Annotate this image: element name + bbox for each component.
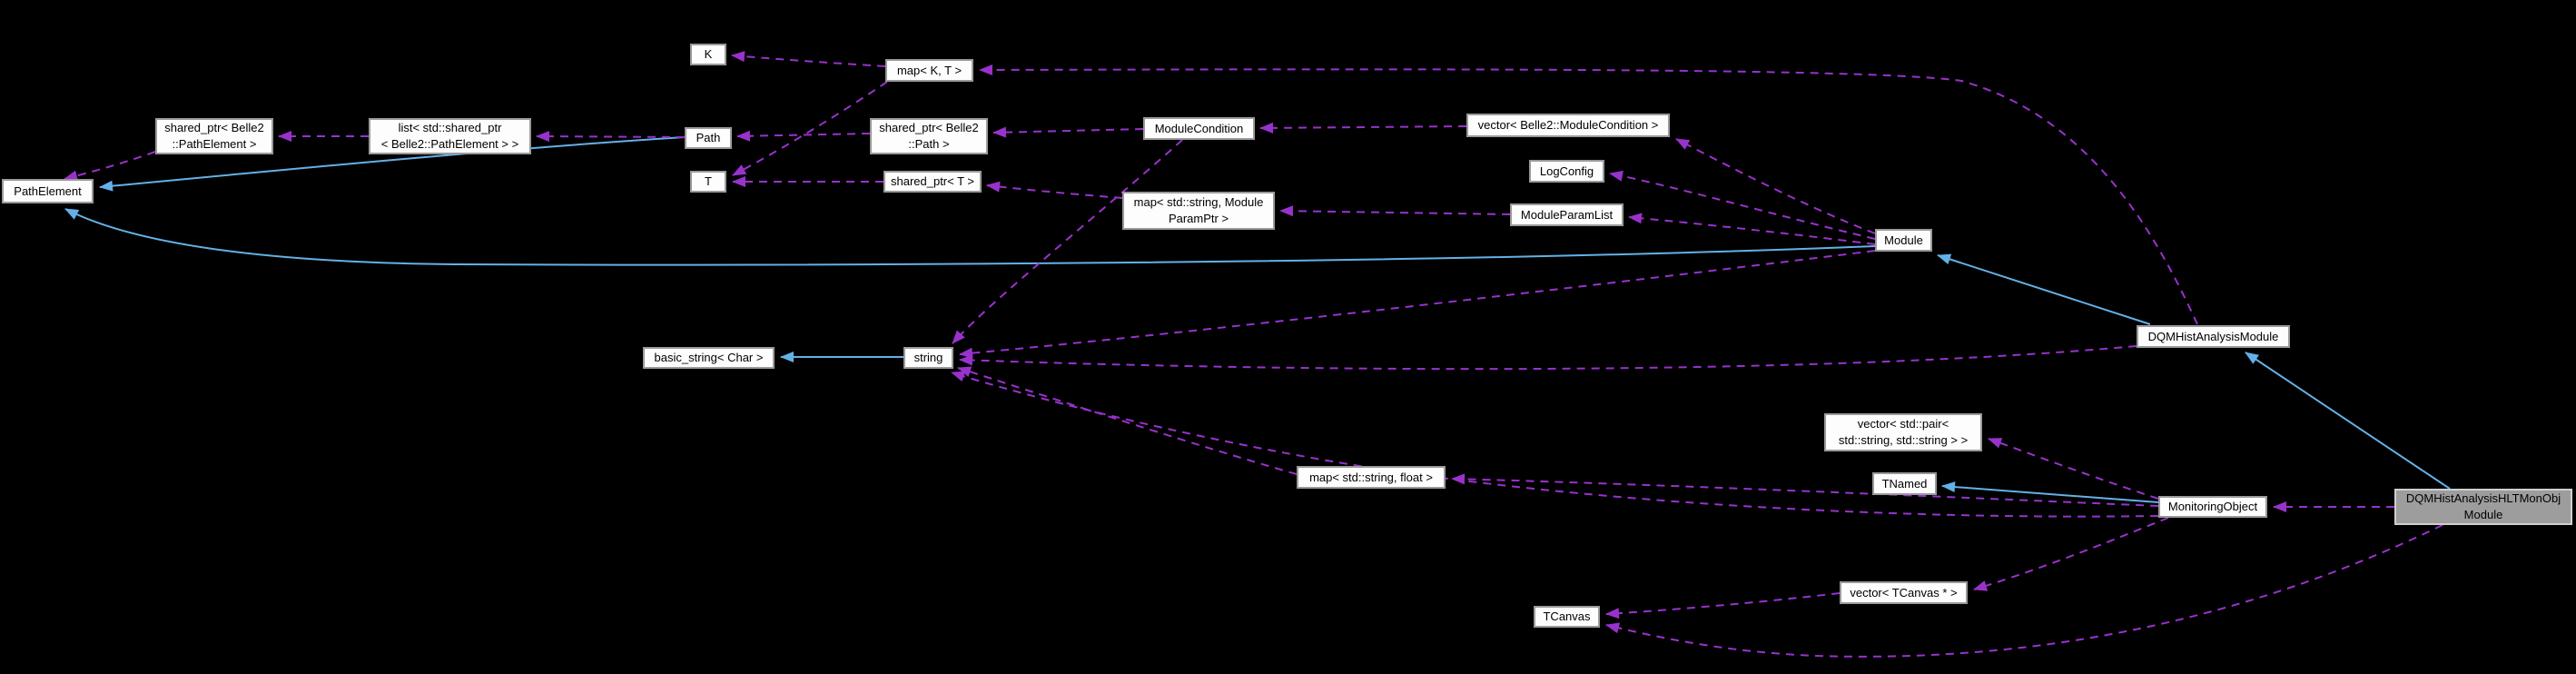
edge-shared-ptr-path-uses-path [736, 130, 871, 142]
edge-monitoringobject-inherits-tnamed [1941, 481, 2159, 503]
node-shared-ptr-t[interactable]: shared_ptr< T > [883, 171, 982, 193]
node-basic-string-char[interactable]: basic_string< Char > [643, 347, 775, 369]
node-map-string-float[interactable]: map< std::string, float > [1297, 466, 1446, 489]
edge-map-kt-uses-t [732, 81, 888, 176]
edge-vector-modulecondition-uses-modulecondition [1259, 122, 1467, 134]
node-k[interactable]: K [690, 44, 726, 65]
edge-moduleparamlist-uses-map-paramptr [1279, 205, 1511, 217]
edge-module-inherits-pathelement [64, 208, 1876, 266]
node-t[interactable]: T [690, 171, 726, 193]
node-pathelement[interactable]: PathElement [2, 179, 94, 203]
edge-module-uses-moduleparamlist [1628, 213, 1876, 245]
edge-monitoringobject-uses-vector-pair [1988, 438, 2159, 500]
edge-dqmhistanalysismodule-inherits-module [1937, 253, 2151, 325]
node-modulecondition[interactable]: ModuleCondition [1143, 117, 1255, 140]
edge-module-uses-logconfig [1609, 170, 1876, 240]
node-string[interactable]: string [903, 347, 953, 369]
node-shared-ptr-pathelement[interactable]: shared_ptr< Belle2 ::PathElement > [155, 118, 273, 154]
edge-dqmhistanalysismodule-uses-map-kt [979, 64, 2198, 325]
edge-module-uses-vector-modulecondition [1675, 138, 1876, 234]
edge-map-paramptr-uses-shared-ptr-t [986, 181, 1123, 199]
edge-path-inherits-pathelement [99, 136, 686, 192]
edge-path-uses-list [536, 131, 686, 143]
node-map-k-t[interactable]: map< K, T > [885, 59, 973, 82]
node-tcanvas[interactable]: TCanvas [1534, 606, 1600, 628]
edge-modulecondition-uses-shared-ptr-path [992, 126, 1144, 138]
node-tnamed[interactable]: TNamed [1872, 472, 1937, 495]
edge-modulecondition-uses-string [952, 139, 1183, 344]
edge-hltmonobjmodule-uses-tcanvas [1605, 524, 2443, 658]
node-logconfig[interactable]: LogConfig [1529, 160, 1604, 183]
edge-map-kt-uses-k [731, 51, 886, 67]
edge-monitoringobject-uses-vector-tcanvas [1973, 517, 2169, 591]
node-vector-pair-string-string[interactable]: vector< std::pair< std::string, std::str… [1824, 413, 1982, 451]
node-vector-modulecondition[interactable]: vector< Belle2::ModuleCondition > [1466, 114, 1670, 137]
node-map-moduleparamptr[interactable]: map< std::string, Module ParamPtr > [1122, 192, 1275, 230]
node-monitoringobject[interactable]: MonitoringObject [2158, 496, 2267, 518]
node-vector-tcanvas[interactable]: vector< TCanvas * > [1840, 581, 1968, 604]
node-moduleparamlist[interactable]: ModuleParamList [1510, 203, 1624, 226]
edge-map-string-float-uses-string [957, 366, 1298, 475]
node-list-shared-ptr-pathelement[interactable]: list< std::shared_ptr < Belle2::PathElem… [369, 118, 531, 154]
node-dqmhistanalysismodule[interactable]: DQMHistAnalysisModule [2137, 325, 2290, 348]
edge-dqmhistanalysismodule-uses-string [959, 345, 2137, 371]
node-shared-ptr-path[interactable]: shared_ptr< Belle2 ::Path > [870, 118, 988, 154]
node-module[interactable]: Module [1875, 229, 1932, 252]
node-dqmhistanalysishltmonobj-module: DQMHistAnalysisHLTMonObj Module [2394, 489, 2572, 525]
edge-module-uses-string [959, 250, 1876, 359]
node-path[interactable]: Path [685, 127, 732, 149]
edge-monitoringobject-uses-map-string-float [1451, 473, 2159, 507]
edge-shared-ptr-pathelement-uses-pathelement [64, 151, 156, 182]
edge-hltmonobjmodule-inherits-dqmhistanalysismodule [2245, 352, 2451, 490]
edge-vector-tcanvas-uses-tcanvas [1605, 592, 1841, 619]
